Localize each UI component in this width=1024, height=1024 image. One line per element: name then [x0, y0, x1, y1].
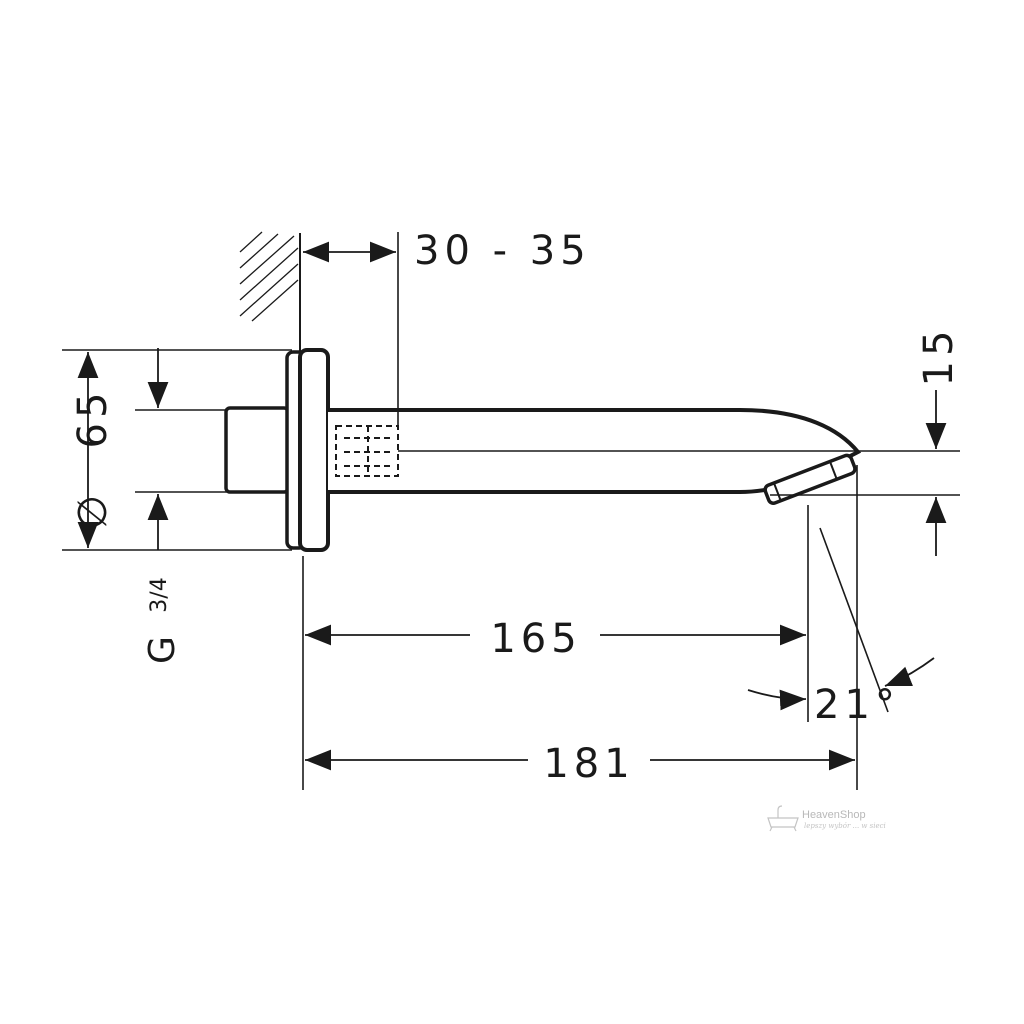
aerator: [763, 453, 857, 505]
internal-thread-hidden: [335, 425, 399, 477]
label-thread: G: [142, 636, 183, 664]
label-flange-group: ∅ 65: [70, 388, 116, 530]
label-spray-angle: 21°: [814, 682, 900, 728]
watermark-tagline: lepszy wybór ... w sieci: [804, 822, 886, 830]
bathtub-icon: [767, 805, 799, 832]
dim-arc-angle-left: [747, 689, 807, 711]
label-spout-length: 165: [490, 616, 581, 662]
watermark-name: HeavenShop: [802, 809, 866, 821]
spout-body: [224, 348, 862, 552]
dim-arc-angle-right: [884, 657, 935, 687]
wall: [239, 231, 301, 352]
label-thread-size: 3/4: [147, 577, 172, 612]
label-outlet-height: 15: [916, 326, 962, 387]
label-overall-length: 181: [543, 741, 634, 787]
extension-lines: [62, 232, 960, 790]
wall-flange: [298, 348, 330, 552]
label-wall-projection: 30 - 35: [414, 228, 591, 274]
label-flange-diameter: 65: [70, 388, 116, 449]
watermark: HeavenShop lepszy wybór ... w sieci: [767, 805, 886, 832]
label-thread-group: G 3/4: [142, 577, 183, 664]
connector-nipple: [224, 406, 290, 494]
dimension-lines: [77, 241, 947, 771]
wall-hatching: [239, 231, 299, 322]
label-diameter-symbol: ∅: [70, 490, 116, 530]
